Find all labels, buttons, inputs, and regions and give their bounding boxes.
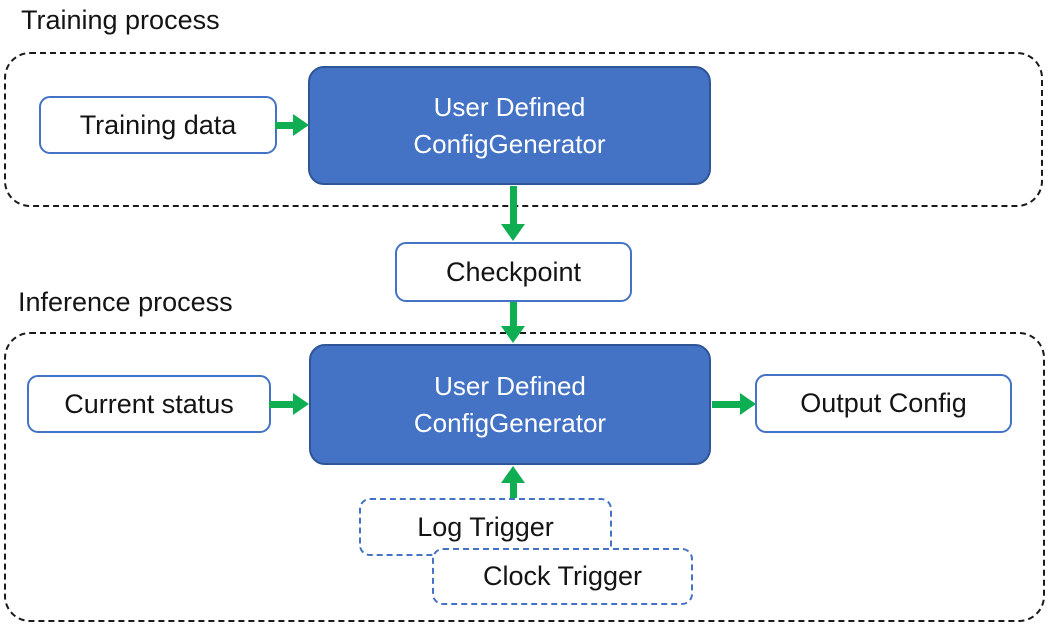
checkpoint-box: Checkpoint: [395, 242, 632, 302]
arrow-right-icon: [740, 393, 756, 415]
output-config-label: Output Config: [800, 388, 967, 418]
arrow-shaft: [509, 186, 517, 224]
checkpoint-label: Checkpoint: [445, 256, 582, 287]
arrow-right-icon: [293, 114, 309, 136]
arrow-generator-to-output-config: [712, 393, 756, 415]
inference-config-generator-box: User Defined ConfigGenerator: [309, 344, 711, 465]
arrow-generator-to-checkpoint: [501, 186, 525, 241]
arrow-down-icon: [501, 326, 525, 343]
arrow-shaft: [269, 400, 293, 408]
inference-section-label: Inference process: [18, 287, 233, 317]
training-process-container: [4, 52, 1043, 207]
arrow-shaft: [509, 483, 517, 498]
log-trigger-box: Log Trigger: [359, 498, 612, 556]
arrow-shaft: [712, 400, 740, 408]
arrow-triggers-to-generator: [501, 466, 525, 498]
arrow-training-data-to-generator: [275, 114, 309, 136]
clock-trigger-label: Clock Trigger: [482, 561, 643, 591]
arrow-shaft: [275, 121, 293, 129]
arrow-up-icon: [501, 466, 525, 483]
clock-trigger-box: Clock Trigger: [432, 548, 693, 605]
arrow-shaft: [509, 302, 517, 326]
arrow-down-icon: [501, 224, 525, 241]
training-section-label: Training process: [21, 5, 220, 35]
arrow-current-status-to-generator: [269, 393, 309, 415]
inference-config-generator-line2: ConfigGenerator: [413, 407, 607, 438]
current-status-label: Current status: [64, 388, 234, 419]
arrow-checkpoint-to-generator: [501, 302, 525, 343]
training-data-label: Training data: [79, 109, 237, 140]
log-trigger-label: Log Trigger: [417, 511, 554, 542]
training-config-generator-box: User Defined ConfigGenerator: [308, 66, 711, 185]
output-config-box: Output Config: [755, 374, 1012, 433]
current-status-box: Current status: [27, 375, 271, 433]
arrow-right-icon: [293, 393, 309, 415]
inference-config-generator-line1: User Defined: [434, 370, 586, 401]
training-config-generator-line1: User Defined: [433, 91, 586, 122]
training-data-box: Training data: [39, 96, 277, 154]
training-config-generator-line2: ConfigGenerator: [413, 128, 606, 159]
